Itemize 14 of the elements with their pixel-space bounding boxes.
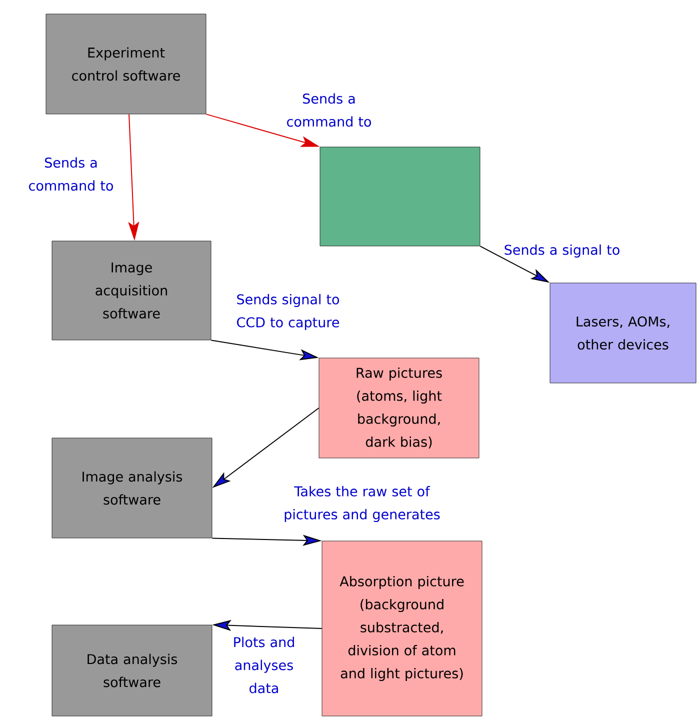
process-box: Image analysis software (52, 438, 212, 538)
process-box: Absorption picture (background substracted, division of atom and light pictures) (322, 540, 482, 716)
edge-label: Sends a command to (29, 157, 113, 191)
edge-label: Plots and analyses data (234, 636, 294, 694)
edge-label: Takes the raw set of pictures and generates (284, 486, 440, 522)
edge-label: Sends a signal to (504, 244, 620, 258)
process-box: Image acquisition software (52, 240, 212, 340)
box (320, 146, 480, 246)
edge-label: Sends a command to (287, 93, 371, 127)
process-box: Data analysis software (52, 624, 212, 716)
process-box: Raw pictures (atoms, light background, dark bias) (318, 358, 480, 458)
edge-label: Sends signal to CCD to capture (237, 294, 340, 330)
process-box: Lasers, AOMs, other devices (550, 282, 696, 384)
process-box: Experiment control software (46, 14, 206, 114)
